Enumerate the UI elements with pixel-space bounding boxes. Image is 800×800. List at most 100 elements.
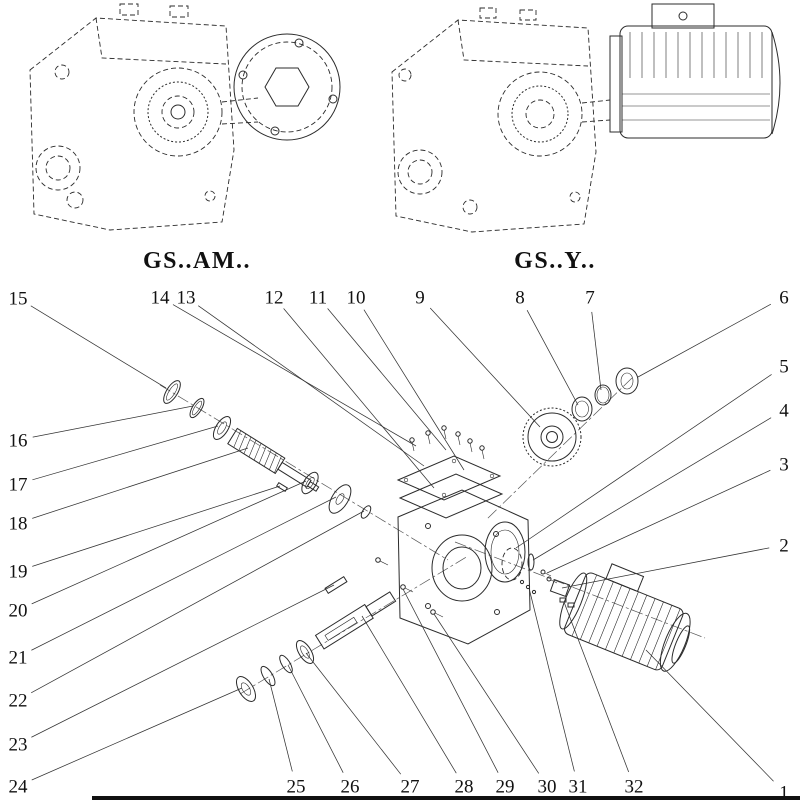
leader-line-28 bbox=[361, 615, 457, 774]
mounting-flange bbox=[233, 33, 341, 141]
leader-line-22 bbox=[30, 510, 365, 694]
inspection-cover bbox=[396, 455, 502, 501]
gear-axis-line bbox=[485, 377, 633, 521]
cover-plate-assembly bbox=[396, 425, 504, 519]
assembled-view-gs-am bbox=[29, 3, 341, 231]
gear-housing bbox=[397, 489, 531, 645]
leader-line-12 bbox=[283, 308, 435, 489]
callout-8: 8 bbox=[515, 288, 525, 309]
callout-2: 2 bbox=[779, 536, 789, 557]
adapter-flange bbox=[484, 521, 526, 583]
leader-line-11 bbox=[327, 308, 447, 451]
housing-screws bbox=[375, 557, 444, 618]
callout-29: 29 bbox=[496, 777, 515, 798]
input-coupling bbox=[549, 578, 571, 598]
worm-shaft-assembly bbox=[163, 380, 372, 519]
leader-line-30 bbox=[433, 613, 540, 774]
electric-motor bbox=[559, 563, 691, 672]
leader-line-6 bbox=[637, 303, 772, 378]
callout-25: 25 bbox=[287, 777, 306, 798]
worm-gear-teeth bbox=[522, 407, 582, 467]
bottom-border-line bbox=[92, 796, 800, 800]
motor-terminal-box bbox=[651, 3, 715, 29]
shim-washer-disc bbox=[328, 484, 352, 514]
callout-9: 9 bbox=[415, 288, 425, 309]
motor-cooling-fins bbox=[629, 32, 763, 78]
callout-4: 4 bbox=[779, 401, 789, 422]
motor-mount-flange bbox=[559, 572, 588, 630]
callout-15: 15 bbox=[9, 289, 28, 310]
leader-line-25 bbox=[268, 678, 293, 772]
oil-seal bbox=[163, 380, 181, 404]
output-circlip bbox=[279, 654, 293, 674]
callout-17: 17 bbox=[9, 475, 28, 496]
callout-20: 20 bbox=[9, 601, 28, 622]
motor-flange-assembly bbox=[484, 521, 575, 608]
worm-gear bbox=[527, 412, 577, 462]
leader-line-14 bbox=[172, 304, 417, 447]
callout-3: 3 bbox=[779, 455, 789, 476]
leader-line-27 bbox=[305, 652, 402, 775]
leader-line-31 bbox=[528, 587, 575, 772]
output-bearing bbox=[295, 640, 315, 664]
output-shaft-assembly bbox=[235, 557, 444, 702]
leader-line-15 bbox=[30, 305, 167, 389]
callout-23: 23 bbox=[9, 735, 28, 756]
callout-19: 19 bbox=[9, 562, 28, 583]
leader-line-17 bbox=[32, 425, 219, 481]
callout-27: 27 bbox=[401, 777, 420, 798]
motor-terminal-box-exploded bbox=[605, 563, 645, 593]
leader-line-7 bbox=[591, 311, 602, 391]
input-boss-teeth bbox=[147, 81, 209, 143]
motor-fins bbox=[571, 574, 681, 670]
leader-line-26 bbox=[287, 664, 344, 773]
callout-13: 13 bbox=[177, 288, 196, 309]
input-oil-seal bbox=[615, 367, 639, 395]
retaining-ring bbox=[189, 397, 205, 419]
callout-16: 16 bbox=[9, 431, 28, 452]
model-label-gs-am: GS..AM.. bbox=[143, 248, 251, 274]
callout-14: 14 bbox=[151, 288, 171, 309]
circlip bbox=[594, 384, 612, 406]
leader-line-13 bbox=[198, 305, 425, 467]
leader-line-2 bbox=[561, 547, 770, 589]
cover-screws bbox=[409, 425, 485, 460]
leader-line-9 bbox=[429, 307, 541, 428]
leader-line-21 bbox=[31, 496, 337, 651]
electric-motor-assembled bbox=[609, 3, 781, 139]
leader-line-3 bbox=[546, 469, 771, 574]
leader-line-20 bbox=[31, 480, 307, 605]
leader-line-19 bbox=[32, 485, 281, 567]
leader-line-18 bbox=[32, 447, 249, 519]
callout-24: 24 bbox=[9, 777, 29, 798]
callout-30: 30 bbox=[538, 777, 557, 798]
leader-line-32 bbox=[563, 601, 630, 773]
parallel-key bbox=[324, 575, 348, 595]
callout-5: 5 bbox=[779, 357, 789, 378]
leader-line-1 bbox=[645, 649, 774, 782]
worm-axis-line bbox=[159, 384, 449, 561]
motor-end-bell bbox=[659, 612, 691, 672]
callout-12: 12 bbox=[265, 288, 284, 309]
model-label-gs-y: GS..Y.. bbox=[514, 248, 596, 274]
callout-21: 21 bbox=[9, 648, 28, 669]
leader-line-16 bbox=[32, 405, 194, 438]
callout-22: 22 bbox=[9, 691, 28, 712]
output-seal-ring bbox=[260, 665, 276, 687]
leader-line-5 bbox=[515, 374, 772, 549]
callout-10: 10 bbox=[347, 288, 366, 309]
leader-line-29 bbox=[402, 588, 499, 773]
callout-26: 26 bbox=[341, 777, 360, 798]
leader-line-10 bbox=[363, 309, 465, 471]
callout-18: 18 bbox=[9, 514, 28, 535]
callout-6: 6 bbox=[779, 288, 789, 309]
leader-line-8 bbox=[526, 310, 579, 406]
output-washer bbox=[235, 676, 257, 702]
flange-hex-hub bbox=[264, 67, 310, 107]
gear-spacer-ring bbox=[571, 396, 593, 422]
callout-31: 31 bbox=[569, 777, 588, 798]
helical-gear-assembly bbox=[522, 367, 639, 467]
leader-line-23 bbox=[31, 584, 335, 738]
